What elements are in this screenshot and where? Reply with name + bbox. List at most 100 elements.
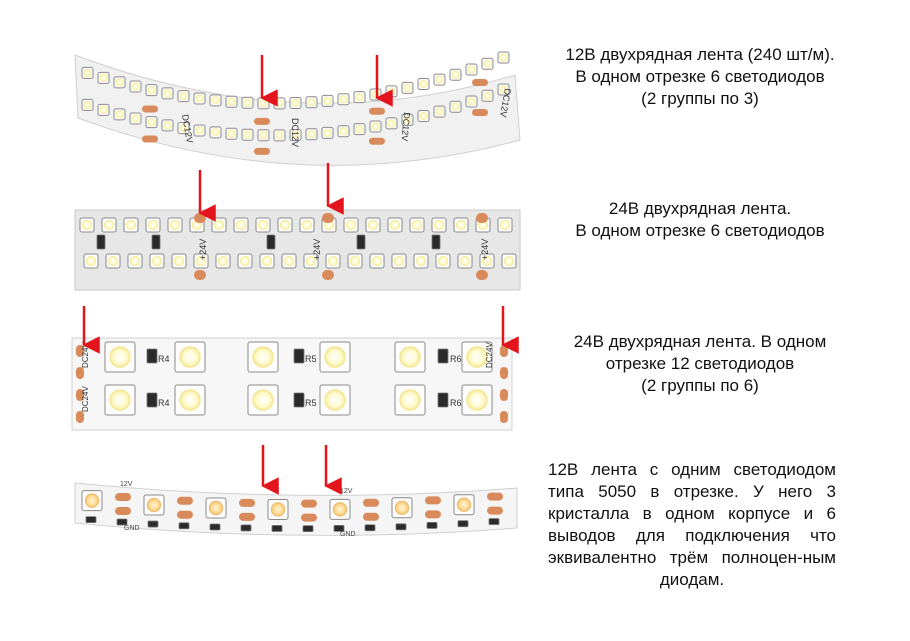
- strip-3-resistor-label: R6: [450, 398, 462, 408]
- led-emitter: [235, 219, 247, 231]
- led-emitter: [208, 500, 224, 516]
- copper-pad: [254, 147, 270, 155]
- led-emitter: [109, 346, 131, 368]
- resistor: [293, 348, 305, 364]
- led-emitter: [131, 114, 140, 123]
- caption-line: В одном отрезке 6 светодиодов: [575, 221, 825, 240]
- led-emitter: [503, 255, 515, 267]
- copper-pad: [301, 499, 317, 508]
- copper-pad: [177, 510, 193, 519]
- led-emitter: [131, 82, 140, 91]
- led-emitter: [147, 219, 159, 231]
- led-emitter: [107, 255, 119, 267]
- led-emitter: [339, 127, 348, 136]
- led-emitter: [345, 219, 357, 231]
- led-emitter: [456, 497, 472, 512]
- caption-line: В одном отрезке 6 светодиодов: [575, 67, 825, 86]
- led-emitter: [291, 99, 300, 107]
- led-emitter: [213, 219, 225, 231]
- led-emitter: [403, 115, 412, 124]
- copper-pad: [369, 107, 385, 115]
- resistor: [96, 234, 106, 250]
- led-emitter: [389, 219, 401, 231]
- led-emitter: [283, 255, 295, 267]
- led-emitter: [211, 96, 220, 105]
- led-emitter: [147, 86, 156, 95]
- resistor: [271, 525, 283, 532]
- led-emitter: [84, 493, 100, 508]
- strip-2-voltage-label: +24V: [312, 239, 322, 260]
- led-emitter: [481, 255, 493, 267]
- copper-pad: [369, 137, 385, 145]
- led-emitter: [109, 389, 131, 411]
- led-emitter: [179, 92, 188, 101]
- copper-pad: [487, 492, 503, 501]
- resistor: [240, 524, 252, 532]
- strip-12v-single-row: 12V 12V GND GND: [74, 445, 518, 538]
- led-emitter: [179, 346, 201, 368]
- strip-2-voltage-label: +24V: [198, 239, 208, 260]
- strip-4-voltage-label: 12V: [120, 481, 133, 488]
- led-emitter: [403, 83, 412, 92]
- led-emitter: [323, 96, 332, 105]
- led-emitter: [275, 99, 284, 108]
- resistor: [457, 520, 469, 528]
- resistor: [147, 520, 159, 528]
- led-emitter: [394, 500, 410, 515]
- led-emitter: [115, 110, 124, 119]
- resistor: [85, 516, 97, 523]
- led-emitter: [459, 255, 471, 267]
- caption-strip-3: 24В двухрядная лента. В одном отрезке 12…: [535, 331, 865, 397]
- copper-pad: [115, 493, 131, 502]
- led-emitter: [307, 98, 316, 107]
- led-emitter: [371, 90, 380, 99]
- strip-4-led-array: [81, 490, 503, 532]
- led-emitter: [324, 389, 346, 411]
- led-emitter: [227, 97, 236, 106]
- led-emitter: [455, 219, 467, 231]
- led-emitter: [349, 255, 361, 267]
- resistor: [302, 525, 314, 532]
- copper-pad: [322, 270, 334, 280]
- copper-pad: [115, 507, 131, 516]
- resistor: [116, 518, 128, 526]
- led-emitter: [305, 255, 317, 267]
- strip-4-ground-label: GND: [340, 531, 356, 538]
- copper-pad: [254, 117, 270, 125]
- strip-3-resistor-label: R4: [158, 398, 170, 408]
- led-emitter: [151, 255, 163, 267]
- led-emitter: [259, 131, 268, 140]
- strip-1-voltage-label: DC12V: [290, 118, 300, 147]
- led-emitter: [275, 131, 284, 140]
- led-emitter: [243, 130, 252, 139]
- led-emitter: [466, 389, 488, 411]
- led-emitter: [301, 219, 313, 231]
- led-emitter: [195, 126, 204, 135]
- led-emitter: [467, 65, 476, 74]
- resistor: [437, 392, 449, 408]
- copper-pad: [194, 213, 206, 223]
- led-emitter: [146, 497, 162, 513]
- led-emitter: [217, 255, 229, 267]
- resistor: [488, 518, 500, 525]
- resistor: [209, 523, 221, 531]
- copper-pad: [363, 498, 379, 507]
- led-emitter: [147, 118, 156, 127]
- strip-3-resistor-label: R5: [305, 398, 317, 408]
- led-emitter: [466, 346, 488, 368]
- led-emitter: [163, 121, 172, 130]
- led-emitter: [415, 255, 427, 267]
- copper-pad: [76, 411, 84, 423]
- led-emitter: [125, 219, 137, 231]
- copper-pad: [425, 510, 441, 519]
- caption-line: (2 группы по 6): [641, 376, 759, 395]
- led-emitter: [252, 389, 274, 411]
- led-emitter: [435, 75, 444, 84]
- led-emitter: [169, 219, 181, 231]
- led-emitter: [103, 219, 115, 231]
- strip-3-voltage-label: DC24V: [81, 386, 90, 412]
- led-emitter: [195, 94, 204, 103]
- copper-pad: [142, 135, 158, 143]
- led-emitter: [129, 255, 141, 267]
